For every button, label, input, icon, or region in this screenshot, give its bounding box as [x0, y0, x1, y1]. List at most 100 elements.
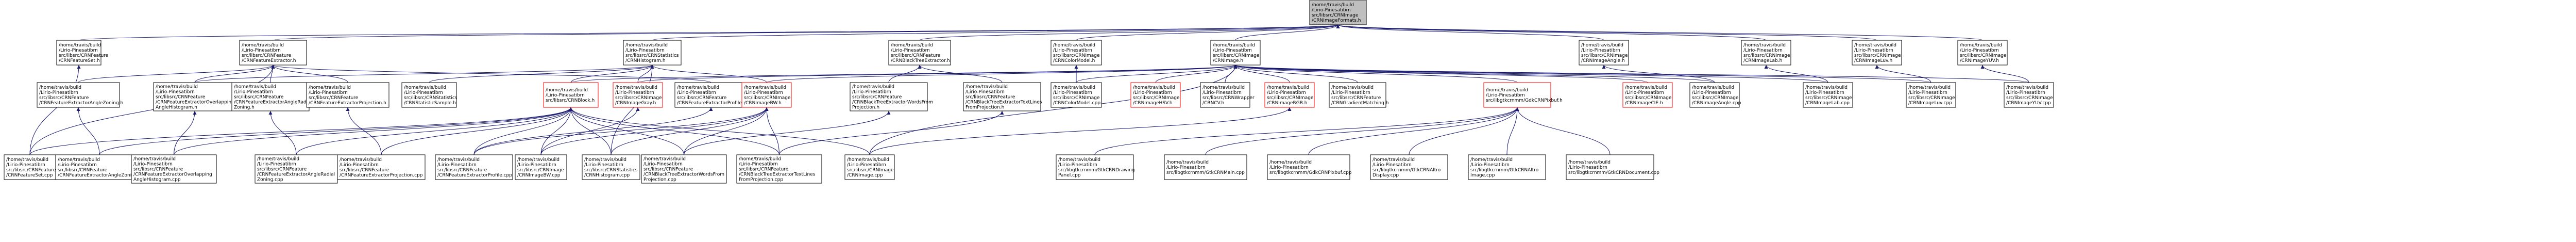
node-label-line: /Lirio-Pinesatibrn — [1743, 48, 1783, 53]
node-label-line: /Lirio-Pinesatibrn — [1331, 90, 1370, 95]
file-node[interactable]: /home/travis/build/Lirio-Pinesatibrnsrc/… — [37, 82, 123, 108]
node-box — [435, 154, 513, 180]
dependency-edge — [194, 64, 654, 83]
file-node[interactable]: /home/travis/build/Lirio-Pinesatibrnsrc/… — [1566, 154, 1659, 180]
node-label-line: /home/travis/build — [156, 85, 198, 90]
node-box — [1050, 40, 1102, 66]
node-label-line: src/libsrc/CRNFeature — [242, 53, 292, 58]
file-node[interactable]: /home/travis/build/Lirio-Pinesatibrnsrc/… — [641, 154, 727, 184]
file-node[interactable]: /home/travis/build/Lirio-Pinesatibrnsrc/… — [1210, 40, 1261, 66]
dependency-edge — [473, 107, 713, 155]
file-node[interactable]: /home/travis/build/Lirio-Pinesatibrnsrc/… — [255, 154, 338, 184]
file-node[interactable]: /home/travis/build/Lirio-Pinesatibrnsrc/… — [153, 82, 236, 111]
node-label-line: /home/travis/build — [1213, 43, 1255, 48]
file-node[interactable]: /home/travis/build/Lirio-Pinesatibrnsrc/… — [1906, 82, 1956, 108]
file-node[interactable]: /home/travis/build/Lirio-Pinesatibrnsrc/… — [1803, 82, 1853, 108]
dependency-edge — [1234, 64, 2029, 83]
node-label-line: Zoning.cpp — [257, 178, 283, 183]
node-label-line: /Lirio-Pinesatibrn — [1625, 90, 1664, 95]
file-node[interactable]: /home/travis/build/Lirio-Pinesatibrnsrc/… — [1050, 40, 1102, 66]
file-node[interactable]: /home/travis/build/Lirio-Pinesatibrnsrc/… — [613, 82, 663, 108]
node-label-line: /home/travis/build — [1053, 43, 1095, 48]
node-label-line: /home/travis/build — [677, 85, 719, 90]
file-node[interactable]: /home/travis/build/Lirio-Pinesatibrnsrc/… — [435, 154, 513, 180]
file-node[interactable]: /home/travis/build/Lirio-Pinesatibrnsrc/… — [1579, 40, 1629, 66]
dependency-edge — [1233, 64, 1715, 83]
node-label-line: /CRNImageYUV.cpp — [2006, 101, 2051, 106]
file-node[interactable]: /home/travis/build/Lirio-Pinesatibrnsrc/… — [231, 82, 312, 111]
node-label-line: /CRNFeatureExtractorAngleZoning.cpp — [58, 173, 147, 178]
file-node[interactable]: /home/travis/build/Lirio-Pinesatibrnsrc/… — [1741, 40, 1791, 66]
node-label-line: src/libsrc/CRNFeature — [677, 95, 727, 101]
file-node[interactable]: /home/travis/build/Lirio-Pinesatibrnsrc/… — [1056, 154, 1135, 180]
file-node[interactable]: /home/travis/build/Lirio-Pinesatibrnsrc/… — [1329, 82, 1388, 108]
dependency-edge — [1602, 64, 1715, 83]
dependency-edge — [76, 107, 100, 155]
node-label-line: /CRNImageGray.h — [615, 101, 656, 106]
node-label-line: /home/travis/build — [1331, 85, 1374, 90]
file-node[interactable]: /home/travis/build/Lirio-Pinesatibrnsrc/… — [4, 154, 56, 180]
node-label-line: /home/travis/build — [1625, 85, 1667, 90]
node-label-line: /home/travis/build — [891, 43, 933, 48]
dependency-edge — [1336, 24, 1767, 41]
file-node[interactable]: /home/travis/build/Lirio-Pinesatibrnsrc/… — [1370, 154, 1448, 180]
node-label-line: src/libsrc/CRNImage — [1053, 53, 1100, 58]
node-label-line: /CRNImageHSV.h — [1133, 101, 1173, 106]
file-node[interactable]: /home/travis/build/Lirio-Pinesatibrnsrc/… — [1050, 82, 1102, 108]
file-node[interactable]: /home/travis/build/Lirio-Pinesatibrnsrc/… — [1689, 82, 1741, 108]
dependency-edge — [194, 64, 275, 83]
file-node[interactable]: /home/travis/build/Lirio-Pinesatibrnsrc/… — [888, 40, 951, 66]
file-node[interactable]: /home/travis/build/Lirio-Pinesatibrnsrc/… — [582, 154, 640, 180]
file-node[interactable]: /home/travis/build/Lirio-Pinesatibrnsrc/… — [1852, 40, 1902, 66]
node-label-line: /Lirio-Pinesatibrn — [2006, 90, 2045, 95]
node-box — [56, 40, 101, 66]
node-label-line: src/libsrc/CRNImage — [615, 95, 662, 101]
node-label-line: /Lirio-Pinesatibrn — [257, 162, 296, 167]
file-node[interactable]: /home/travis/build/Lirio-Pinesatibrnsrc/… — [674, 82, 748, 108]
file-node[interactable]: /home/travis/build/Lirio-Pinesatibrnsrc/… — [1200, 82, 1255, 108]
file-node[interactable]: /home/travis/build/Lirio-Pinesatibrnsrc/… — [850, 82, 933, 111]
node-label-line: /CRNGradientMatching.h — [1331, 101, 1388, 106]
node-label-line: /home/travis/build — [1692, 85, 1734, 90]
file-node[interactable]: /home/travis/build/Lirio-Pinesatibrnsrc/… — [239, 40, 307, 66]
node-label-line: /CRNFeatureSet.cpp — [6, 173, 53, 178]
node-box — [4, 154, 56, 180]
node-label-line: /CRNFeatureExtractorProjection.cpp — [340, 173, 423, 178]
node-label-line: src/libsrc/CRNFeature — [852, 95, 902, 100]
node-box — [963, 82, 1041, 111]
file-node[interactable]: /home/travis/build/Lirio-Pinesatibrnsrc/… — [1164, 154, 1247, 180]
file-node[interactable]: /home/travis/build/Lirio-Pinesatibrnsrc/… — [1483, 82, 1563, 108]
node-label-line: /CRNImageLuv.h — [1854, 58, 1892, 63]
node-label-line: src/libsrc/CRNFeature — [59, 53, 109, 58]
node-label-line: /CRNFeatureExtractor.h — [242, 58, 296, 63]
file-node[interactable]: /home/travis/build/Lirio-Pinesatibrnsrc/… — [55, 154, 147, 180]
node-label-line: /home/travis/build — [309, 85, 351, 90]
file-node[interactable]: /home/travis/build/Lirio-Pinesatibrnsrc/… — [131, 154, 217, 184]
file-node[interactable]: /home/travis/build/Lirio-Pinesatibrnsrc/… — [1130, 82, 1181, 108]
file-node[interactable]: /home/travis/build/Lirio-Pinesatibrnsrc/… — [623, 40, 682, 66]
file-node[interactable]: /home/travis/build/Lirio-Pinesatibrnsrc/… — [741, 82, 792, 108]
node-label-line: /home/travis/build — [517, 157, 560, 163]
file-node[interactable]: /home/travis/build/Lirio-Pinesatibrnsrc/… — [56, 40, 109, 66]
file-node[interactable]: /home/travis/build/Lirio-Pinesatibrnsrc/… — [1622, 82, 1673, 108]
node-label-line: src/libgtkcrnmm/GtkCRNAltro — [1470, 168, 1539, 173]
file-node[interactable]: /home/travis/build/Lirio-Pinesatibrnsrc/… — [1957, 40, 2008, 66]
file-node[interactable]: /home/travis/build/Lirio-Pinesatibrnsrc/… — [1468, 154, 1546, 180]
node-label-line: Display.cpp — [1372, 173, 1399, 178]
node-label-line: /Lirio-Pinesatibrn — [1312, 8, 1351, 13]
file-node[interactable]: /home/travis/build/Lirio-Pinesatibrnsrc/… — [543, 82, 599, 108]
file-node[interactable]: /home/travis/build/Lirio-Pinesatibrnsrc/… — [337, 154, 426, 180]
file-node[interactable]: /home/travis/build/Lirio-Pinesatibrnsrc/… — [401, 82, 457, 108]
dependency-edge — [473, 107, 769, 155]
node-label-line: /Lirio-Pinesatibrn — [625, 48, 665, 53]
file-node[interactable]: /home/travis/build/Lirio-Pinesatibrnsrc/… — [844, 154, 895, 180]
file-node[interactable]: /home/travis/build/Lirio-Pinesatibrnsrc/… — [515, 154, 567, 180]
file-node[interactable]: /home/travis/build/Lirio-Pinesatibrnsrc/… — [963, 82, 1042, 111]
node-label-line: src/libsrc/CRNFeature — [1331, 95, 1381, 101]
node-box — [515, 154, 567, 180]
file-node[interactable]: /home/travis/build/Lirio-Pinesatibrnsrc/… — [1264, 82, 1315, 108]
file-node[interactable]: /home/travis/build/Lirio-Pinesatibrnsrc/… — [1267, 154, 1352, 180]
file-node[interactable]: /home/travis/build/Lirio-Pinesatibrnsrc/… — [736, 154, 822, 184]
file-node[interactable]: /home/travis/build/Lirio-Pinesatibrnsrc/… — [2004, 82, 2054, 108]
file-node[interactable]: /home/travis/build/Lirio-Pinesatibrnsrc/… — [306, 82, 389, 108]
